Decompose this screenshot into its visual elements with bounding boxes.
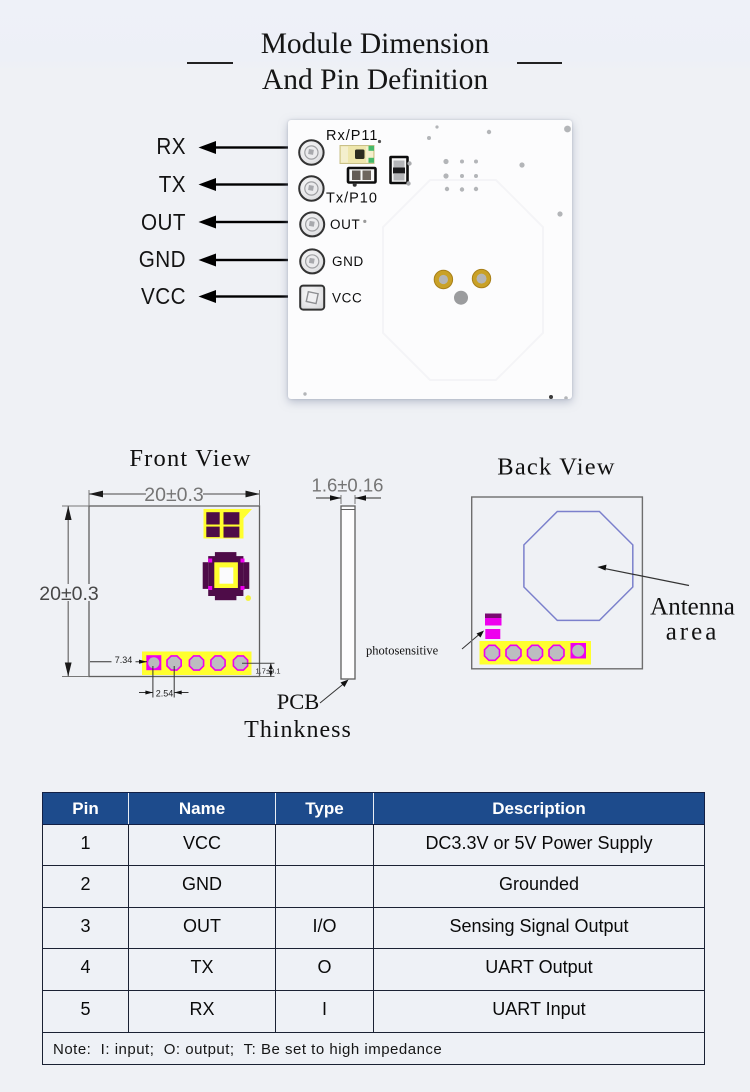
svg-text:Thinkness: Thinkness [244, 717, 352, 743]
svg-text:Antenna: Antenna [650, 594, 735, 621]
svg-text:Tx/P10: Tx/P10 [326, 191, 378, 207]
svg-text:7.34: 7.34 [115, 655, 133, 665]
svg-text:Rx/P11: Rx/P11 [326, 128, 378, 144]
svg-text:20±0.3: 20±0.3 [39, 583, 99, 605]
svg-text:photosensitive: photosensitive [366, 644, 439, 658]
svg-text:GND: GND [332, 254, 364, 269]
svg-text:PCB: PCB [277, 689, 320, 714]
svg-text:1.6±0.16: 1.6±0.16 [312, 475, 384, 496]
svg-text:OUT: OUT [330, 217, 360, 232]
svg-text:Back View: Back View [497, 454, 615, 481]
svg-text:2.54: 2.54 [156, 689, 174, 699]
svg-text:VCC: VCC [332, 291, 362, 306]
svg-text:1.7±0.1: 1.7±0.1 [256, 667, 281, 676]
svg-text:20±0.3: 20±0.3 [144, 484, 204, 506]
svg-text:area: area [666, 619, 720, 646]
svg-text:Front View: Front View [129, 445, 251, 472]
